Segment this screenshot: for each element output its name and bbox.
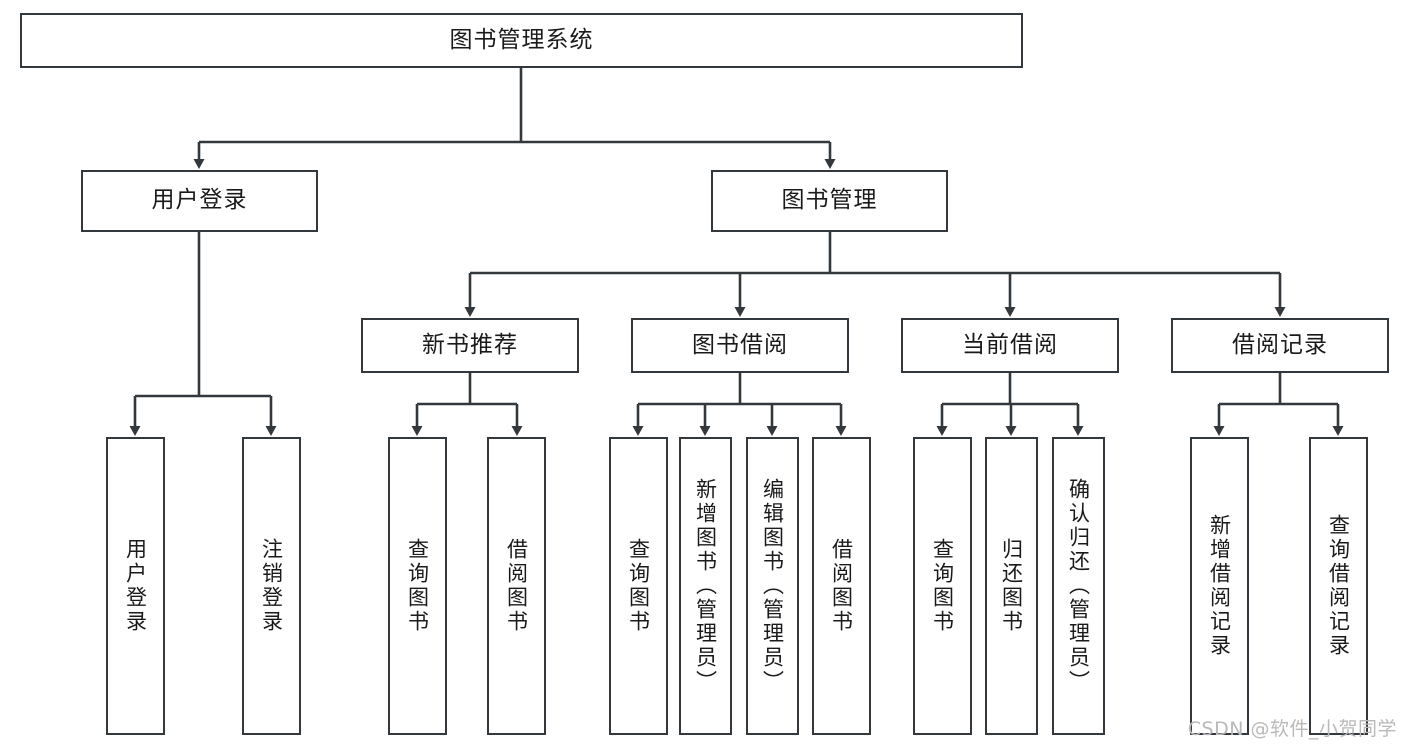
leaf-return-book-label: 归还图书: [999, 538, 1024, 634]
node-leaf-query-book-current[interactable]: 查询图书: [913, 437, 972, 735]
book-borrow-label: 图书借阅: [692, 331, 788, 358]
node-book-borrow[interactable]: 图书借阅: [631, 318, 849, 373]
node-leaf-borrow-book-recommend[interactable]: 借阅图书: [487, 437, 546, 735]
node-user-login[interactable]: 用户登录: [81, 170, 318, 232]
leaf-edit-book-admin-label: 编辑图书（管理员）: [760, 478, 785, 694]
node-book-management[interactable]: 图书管理: [711, 170, 948, 232]
node-new-book-recommend[interactable]: 新书推荐: [361, 318, 579, 373]
node-leaf-return-book[interactable]: 归还图书: [985, 437, 1038, 735]
leaf-confirm-return-admin-label: 确认归还（管理员）: [1066, 478, 1091, 694]
node-leaf-add-borrow-record[interactable]: 新增借阅记录: [1190, 437, 1249, 735]
node-current-borrow[interactable]: 当前借阅: [901, 318, 1119, 373]
node-borrow-record[interactable]: 借阅记录: [1171, 318, 1389, 373]
node-leaf-edit-book-admin[interactable]: 编辑图书（管理员）: [746, 437, 799, 735]
node-leaf-add-book-admin[interactable]: 新增图书（管理员）: [679, 437, 732, 735]
node-leaf-logout-login[interactable]: 注销登录: [242, 437, 301, 735]
leaf-borrow-book-recommend-label: 借阅图书: [504, 538, 529, 634]
book-management-label: 图书管理: [781, 187, 878, 214]
node-leaf-query-borrow-record[interactable]: 查询借阅记录: [1309, 437, 1368, 735]
user-login-label: 用户登录: [151, 187, 248, 214]
leaf-query-book-borrow-label: 查询图书: [626, 538, 651, 634]
node-leaf-confirm-return-admin[interactable]: 确认归还（管理员）: [1052, 437, 1105, 735]
leaf-query-borrow-record-label: 查询借阅记录: [1326, 514, 1351, 658]
root-node-label: 图书管理系统: [449, 26, 594, 53]
leaf-query-book-recommend-label: 查询图书: [405, 538, 430, 634]
node-leaf-user-login[interactable]: 用户登录: [106, 437, 165, 735]
node-leaf-query-book-borrow[interactable]: 查询图书: [609, 437, 668, 735]
leaf-user-login-label: 用户登录: [123, 538, 148, 634]
leaf-logout-login-label: 注销登录: [259, 538, 284, 634]
root-node-book-management-system[interactable]: 图书管理系统: [20, 13, 1023, 68]
node-leaf-borrow-book[interactable]: 借阅图书: [812, 437, 871, 735]
watermark: CSDN @软件_小贺同学: [1187, 718, 1397, 740]
borrow-record-label: 借阅记录: [1232, 331, 1328, 358]
leaf-add-borrow-record-label: 新增借阅记录: [1207, 514, 1232, 658]
leaf-borrow-book-label: 借阅图书: [829, 538, 854, 634]
current-borrow-label: 当前借阅: [962, 331, 1058, 358]
leaf-query-book-current-label: 查询图书: [930, 538, 955, 634]
node-leaf-query-book-recommend[interactable]: 查询图书: [388, 437, 447, 735]
new-book-recommend-label: 新书推荐: [422, 331, 518, 358]
leaf-add-book-admin-label: 新增图书（管理员）: [693, 478, 718, 694]
